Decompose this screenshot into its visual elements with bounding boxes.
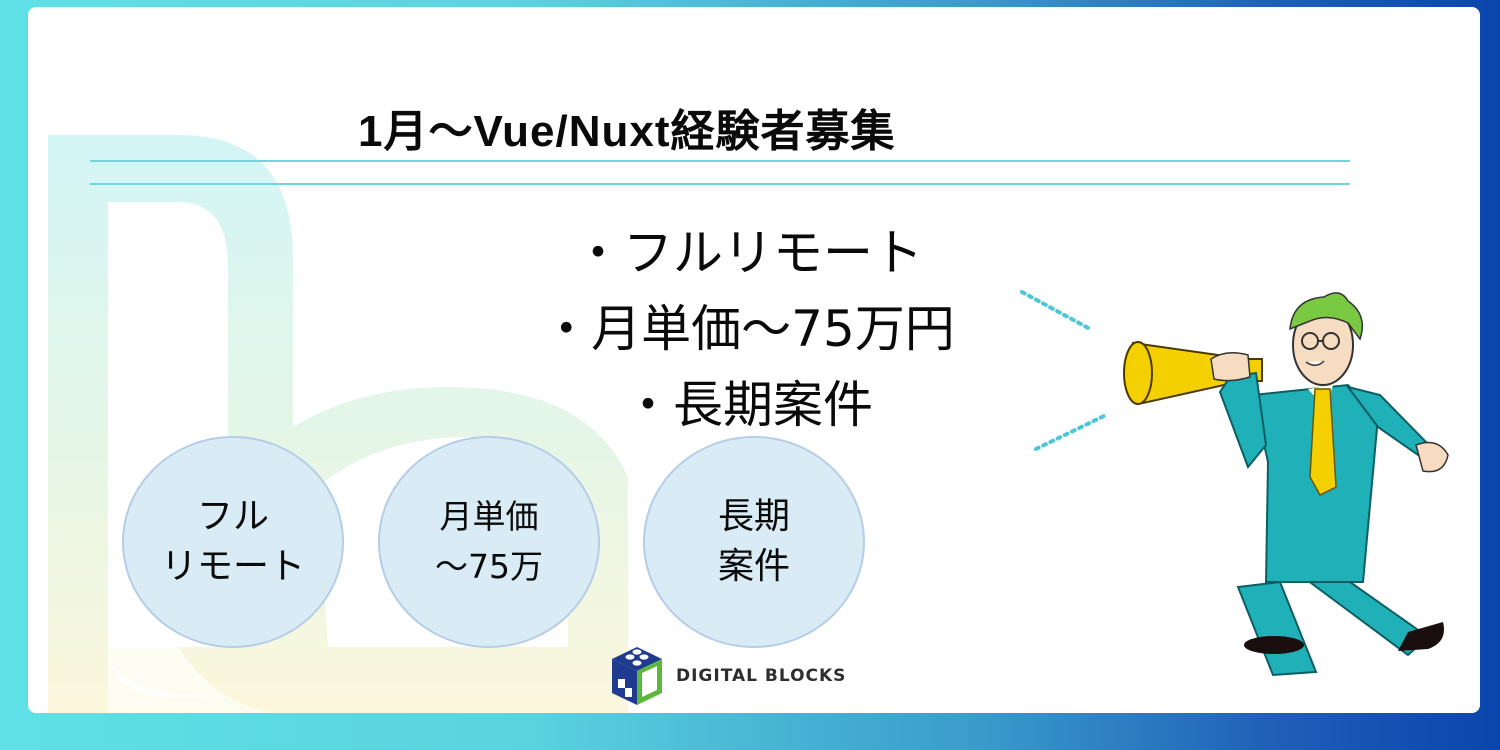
title-divider-bottom <box>90 183 1350 185</box>
page-title: 1月～Vue/Nuxt経験者募集 <box>358 107 896 156</box>
bubble-line: 月単価 <box>439 497 539 536</box>
logo-text: DIGITAL BLOCKS <box>676 666 847 686</box>
sound-wave-icon <box>1020 290 1092 331</box>
feature-item: ・月単価～75万円 <box>541 300 955 358</box>
bubble-line: 案件 <box>717 546 790 587</box>
feature-item: ・フルリモート <box>573 224 923 282</box>
feature-list: ・フルリモート ・月単価～75万円 ・長期案件 <box>458 215 1038 443</box>
bubble-monthly-rate: 月単価 ～75万 <box>378 436 600 648</box>
bubble-line: フル <box>196 496 269 537</box>
bubble-line: 長期 <box>717 496 790 537</box>
blocks-cube-icon <box>612 647 662 705</box>
bubble-line: ～75万 <box>435 547 543 586</box>
bubble-full-remote: フル リモート <box>122 436 344 648</box>
bubble-line: リモート <box>160 546 305 587</box>
banner-card: 1月～Vue/Nuxt経験者募集 ・フルリモート ・月単価～75万円 ・長期案件… <box>28 7 1480 713</box>
feature-item: ・長期案件 <box>623 376 873 434</box>
digital-blocks-logo: DIGITAL BLOCKS <box>608 645 846 707</box>
bubble-long-term: 長期 案件 <box>643 436 865 648</box>
megaphone-man-illustration <box>1020 290 1449 677</box>
title-divider-top <box>90 160 1350 162</box>
